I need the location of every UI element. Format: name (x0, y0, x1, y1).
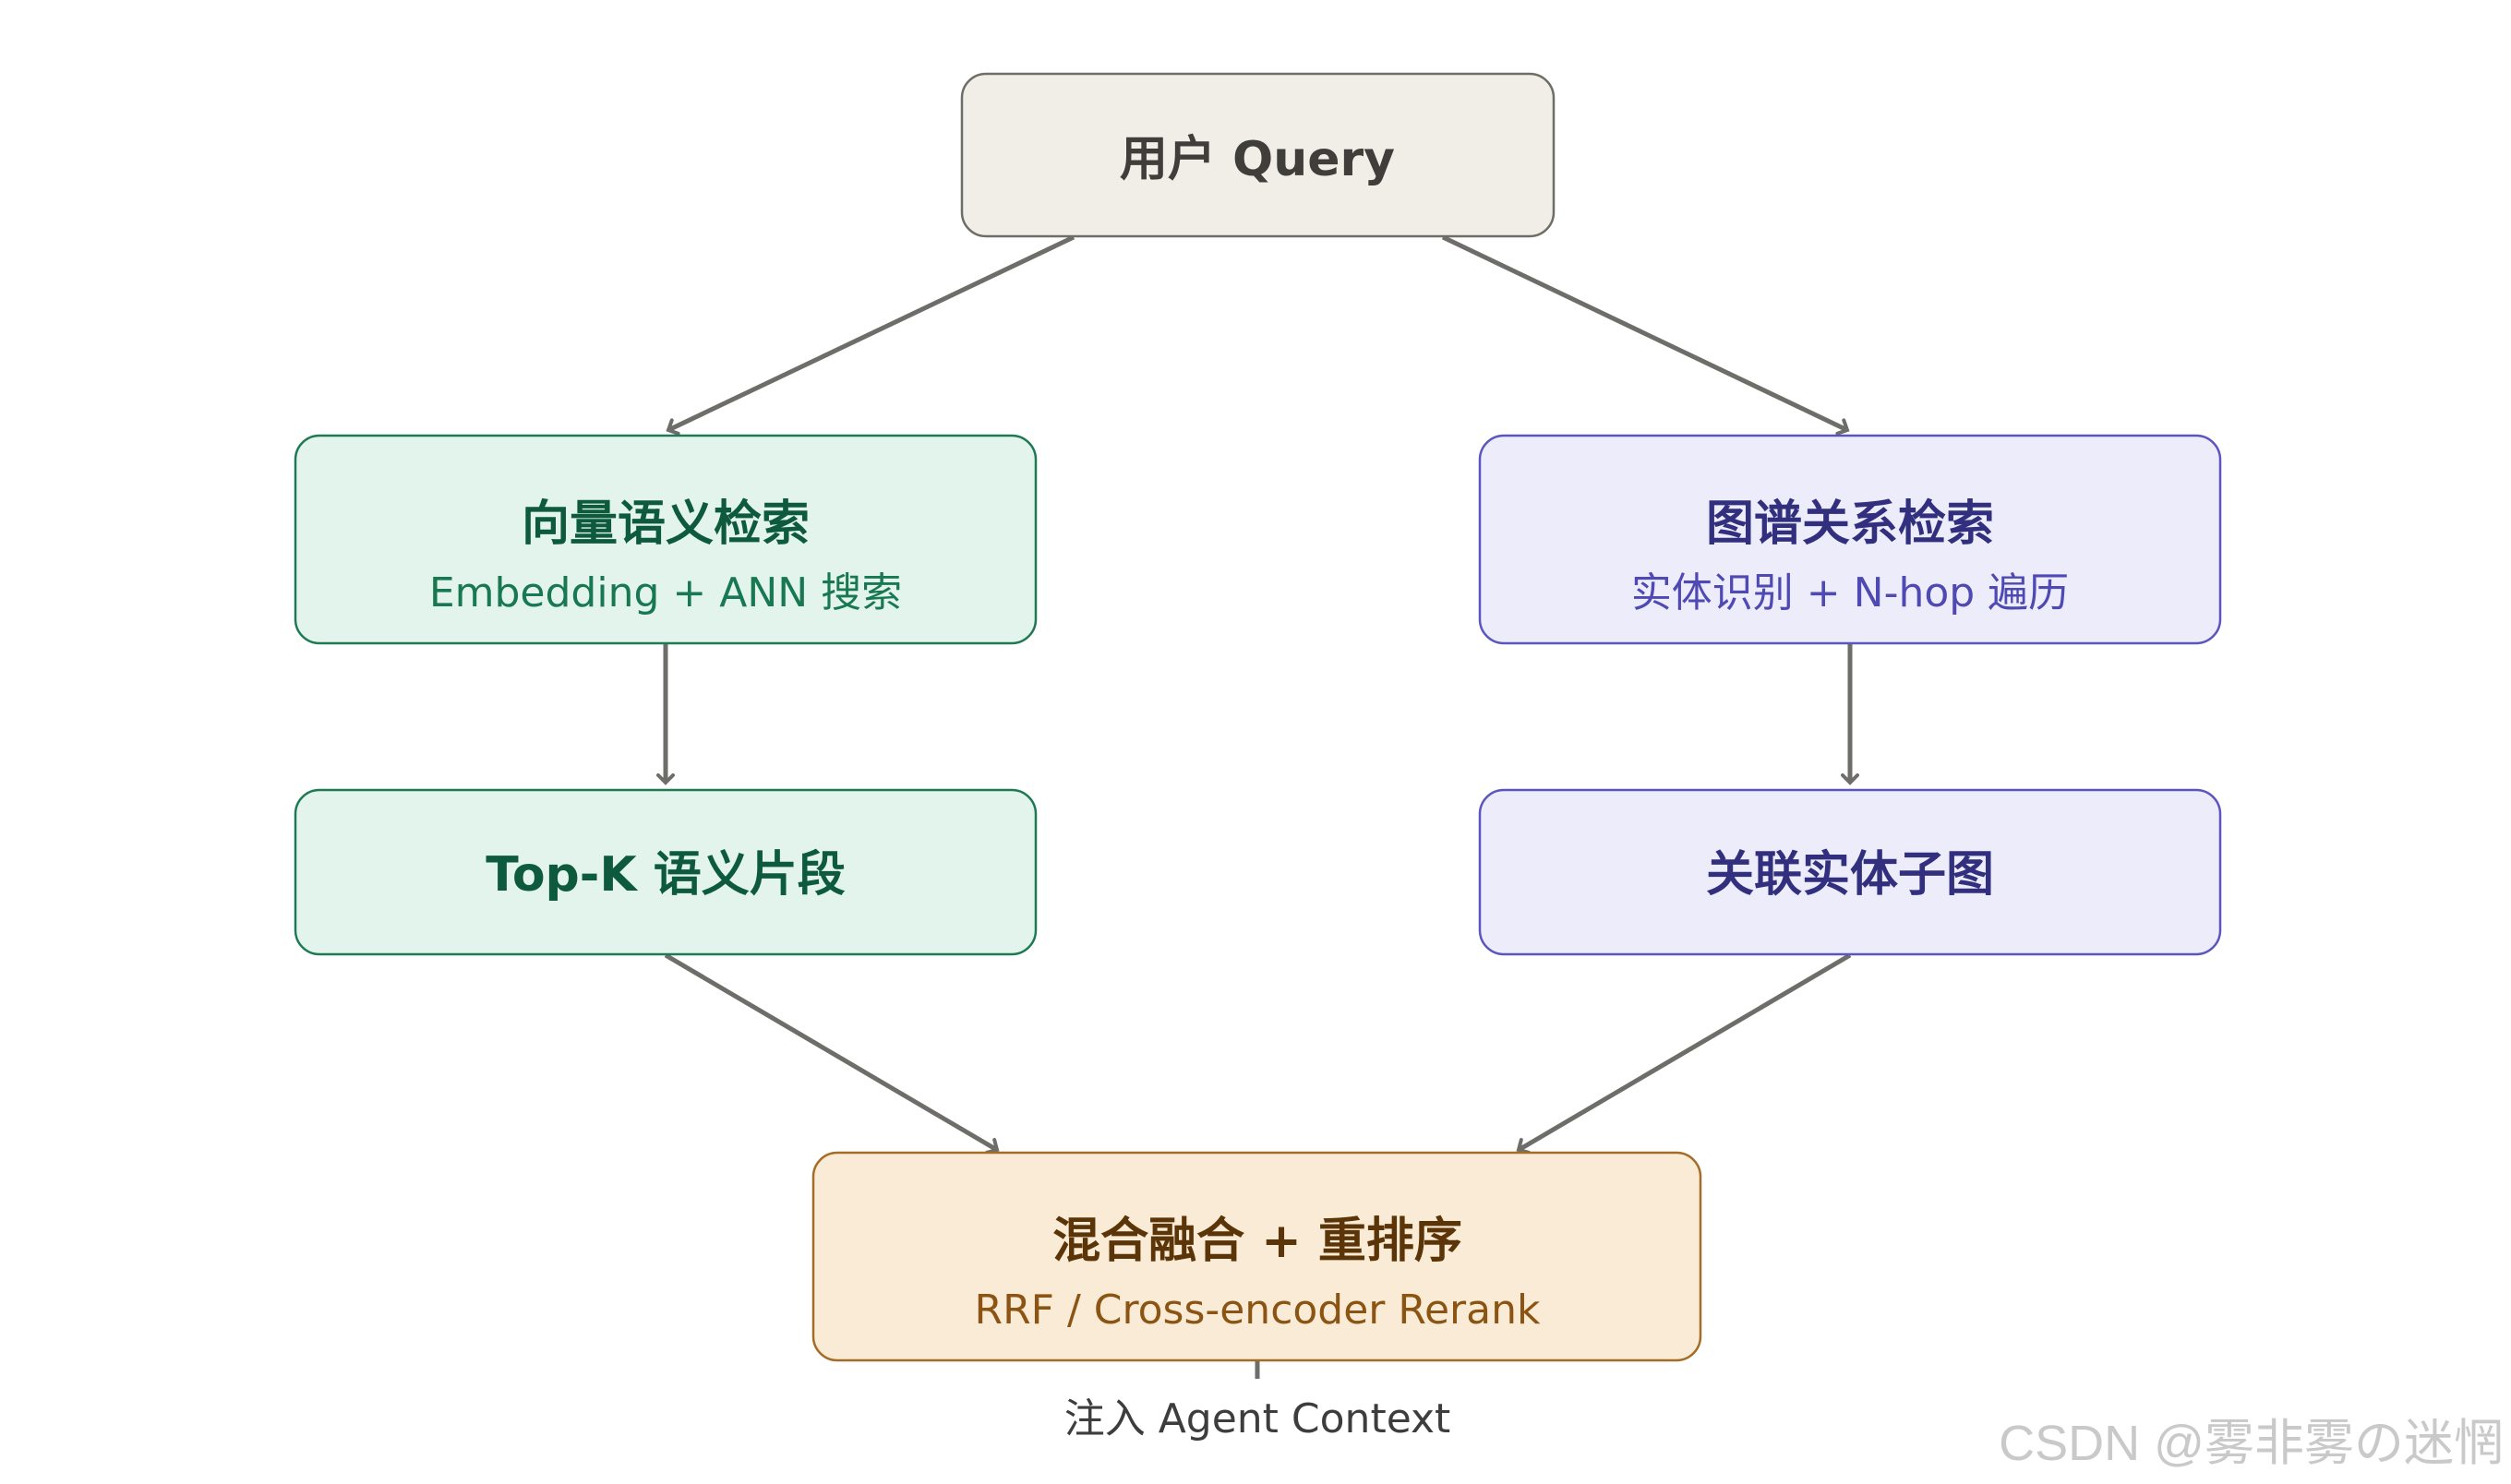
node-hybrid-fusion-box (811, 1151, 1702, 1362)
watermark: CSDN @雾非雾の迷惘 (1999, 1416, 2504, 1471)
edge-query-to-vector (666, 234, 1075, 436)
node-graph-search-box (1478, 434, 2222, 645)
node-topk-snippets-title: Top-K 语义片段 (486, 847, 846, 903)
node-topk-snippets-box (294, 788, 1038, 956)
node-entity-subgraph: 关联实体子图 (1478, 788, 2222, 956)
node-vector-search-title: 向量语义检索 (522, 497, 810, 552)
node-graph-search: 图谱关系检索 实体识别 + N-hop 遍历 (1478, 434, 2222, 645)
node-topk-snippets: Top-K 语义片段 (294, 788, 1038, 956)
node-hybrid-fusion: 混合融合 + 重排序 RRF / Cross-encoder Rerank (811, 1151, 1702, 1362)
edge-query-to-graph (1441, 234, 1850, 436)
node-user-query: 用户 Query (960, 72, 1556, 238)
node-hybrid-fusion-title: 混合融合 + 重排序 (1052, 1214, 1462, 1269)
node-user-query-box (960, 72, 1556, 238)
node-hybrid-fusion-subtitle: RRF / Cross-encoder Rerank (975, 1287, 1541, 1334)
edge-subgraph-to-fusion (1516, 952, 1852, 1155)
node-vector-search-subtitle: Embedding + ANN 搜索 (429, 569, 902, 616)
node-vector-search-box (294, 434, 1038, 645)
node-vector-search: 向量语义检索 Embedding + ANN 搜索 (294, 434, 1038, 645)
output-label: 注入 Agent Context (1064, 1395, 1451, 1442)
node-entity-subgraph-box (1478, 788, 2222, 956)
node-entity-subgraph-title: 关联实体子图 (1706, 847, 1994, 903)
node-graph-search-title: 图谱关系检索 (1706, 497, 1994, 552)
node-user-query-title: 用户 Query (1120, 132, 1395, 187)
node-graph-search-subtitle: 实体识别 + N-hop 遍历 (1631, 569, 2069, 616)
edge-topk-to-fusion (664, 952, 1000, 1155)
